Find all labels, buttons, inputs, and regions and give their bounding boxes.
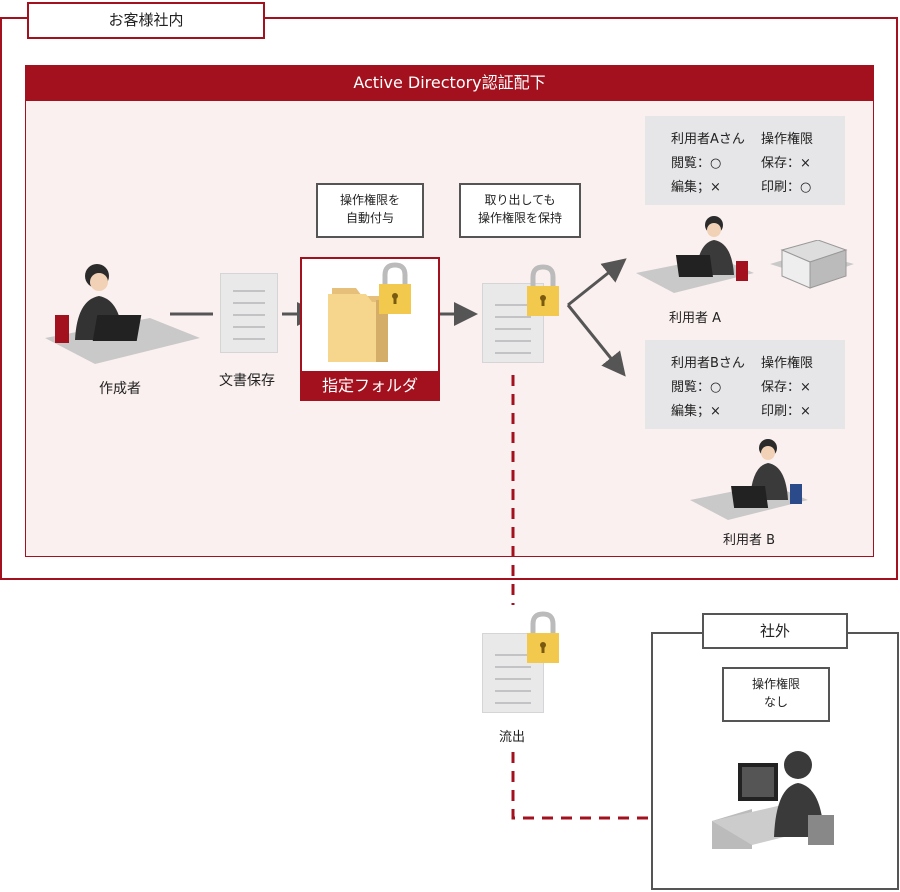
outsider-silhouette-icon	[712, 751, 834, 849]
save-label: 文書保存	[219, 373, 275, 389]
leak-label: 流出	[499, 730, 526, 745]
bubble-auto-grant: 操作権限を 自動付与	[316, 183, 424, 238]
lock-icon	[527, 264, 559, 316]
bubble-keep-permission: 取り出しても 操作権限を保持	[459, 183, 581, 238]
perm-b-edit: 編集；×	[671, 404, 721, 419]
bubble-keep-line2: 操作権限を保持	[477, 211, 562, 225]
lock-icon	[527, 611, 559, 663]
company-label: お客様社内	[27, 2, 265, 39]
bubble-none-line2: なし	[763, 695, 788, 709]
bubble-keep-line1: 取り出しても	[484, 193, 556, 207]
folder-icon	[328, 288, 388, 362]
bubble-auto-line2: 自動付与	[345, 211, 394, 225]
arrow-to-user-b	[566, 304, 626, 377]
user-b-permission-box: 利用者Bさん 操作権限 閲覧：○ 保存：× 編集；× 印刷：×	[645, 340, 845, 429]
perm-a-header: 操作権限	[761, 132, 814, 147]
ad-header: Active Directory認証配下	[25, 65, 874, 101]
arrow-to-user-a	[567, 258, 627, 307]
bubble-none-line1: 操作権限	[751, 677, 800, 691]
leak-dashed-arrow	[511, 752, 688, 830]
document-icon	[220, 273, 278, 353]
folder-label: 指定フォルダ	[300, 371, 440, 401]
perm-a-print: 印刷：○	[761, 180, 812, 195]
user-a-permission-box: 利用者Aさん 操作権限 閲覧：○ 保存：× 編集；× 印刷：○	[645, 116, 845, 205]
perm-b-header: 操作権限	[761, 356, 814, 371]
user-a-label: 利用者 A	[669, 311, 722, 326]
user-b-person-icon	[690, 439, 808, 520]
outside-label: 社外	[702, 613, 848, 649]
perm-b-title: 利用者Bさん	[671, 356, 745, 371]
bubble-auto-line1: 操作権限を	[339, 193, 400, 207]
perm-b-print: 印刷：×	[761, 404, 811, 419]
user-a-person-icon	[636, 216, 754, 293]
lock-icon	[379, 262, 411, 314]
perm-a-view: 閲覧：○	[671, 156, 722, 171]
user-b-label: 利用者 B	[723, 533, 776, 548]
bubble-no-permission: 操作権限 なし	[722, 667, 830, 722]
printer-icon	[770, 240, 854, 289]
perm-a-edit: 編集；×	[671, 180, 721, 195]
author-label: 作成者	[99, 381, 141, 397]
perm-b-view: 閲覧：○	[671, 380, 722, 395]
perm-a-title: 利用者Aさん	[671, 132, 745, 147]
perm-b-save: 保存：×	[761, 380, 811, 395]
perm-a-save: 保存：×	[761, 156, 811, 171]
company-frame	[0, 17, 898, 580]
author-person-icon	[45, 264, 200, 364]
